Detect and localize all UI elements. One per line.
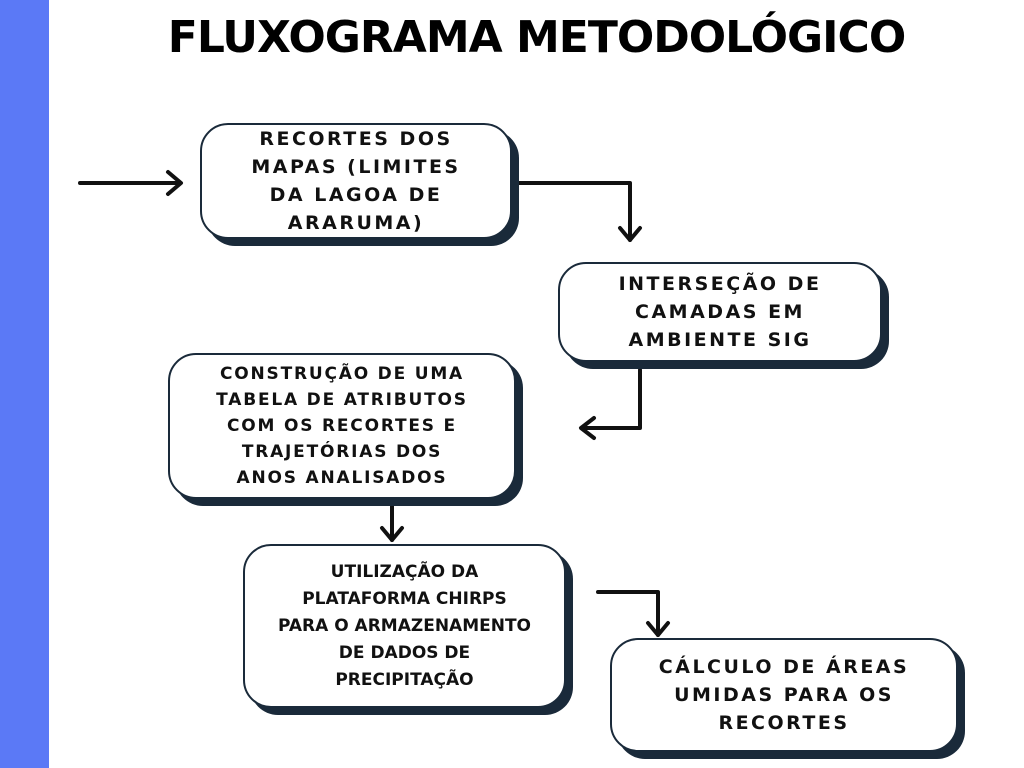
left-accent-bar: [0, 0, 49, 768]
arrow-step1-to-step2: [510, 181, 642, 242]
entry-arrow: [78, 170, 183, 196]
arrow-step4-to-step5: [596, 590, 670, 637]
step-4-chirps-platform: UTILIZAÇÃO DA PLATAFORMA CHIRPS PARA O A…: [243, 544, 566, 708]
step-3-text: CONSTRUÇÃO DE UMA TABELA DE ATRIBUTOS CO…: [216, 364, 468, 488]
page-title: FLUXOGRAMA METODOLÓGICO: [167, 12, 906, 63]
arrow-step3-to-step4: [380, 498, 404, 542]
step-2-text: INTERSEÇÃO DE CAMADAS EM AMBIENTE SIG: [618, 273, 822, 351]
step-2-layer-intersection: INTERSEÇÃO DE CAMADAS EM AMBIENTE SIG: [558, 262, 882, 362]
step-1-text: RECORTES DOS MAPAS (LIMITES DA LAGOA DE …: [251, 128, 461, 234]
step-1-map-clipping: RECORTES DOS MAPAS (LIMITES DA LAGOA DE …: [200, 123, 512, 239]
step-5-wet-area-calculation: CÁLCULO DE ÁREAS UMIDAS PARA OS RECORTES: [610, 638, 958, 752]
step-5-text: CÁLCULO DE ÁREAS UMIDAS PARA OS RECORTES: [658, 656, 910, 734]
step-4-text: UTILIZAÇÃO DA PLATAFORMA CHIRPS PARA O A…: [277, 561, 532, 690]
step-3-attribute-table: CONSTRUÇÃO DE UMA TABELA DE ATRIBUTOS CO…: [168, 353, 516, 499]
arrow-step2-to-step3: [579, 368, 642, 440]
